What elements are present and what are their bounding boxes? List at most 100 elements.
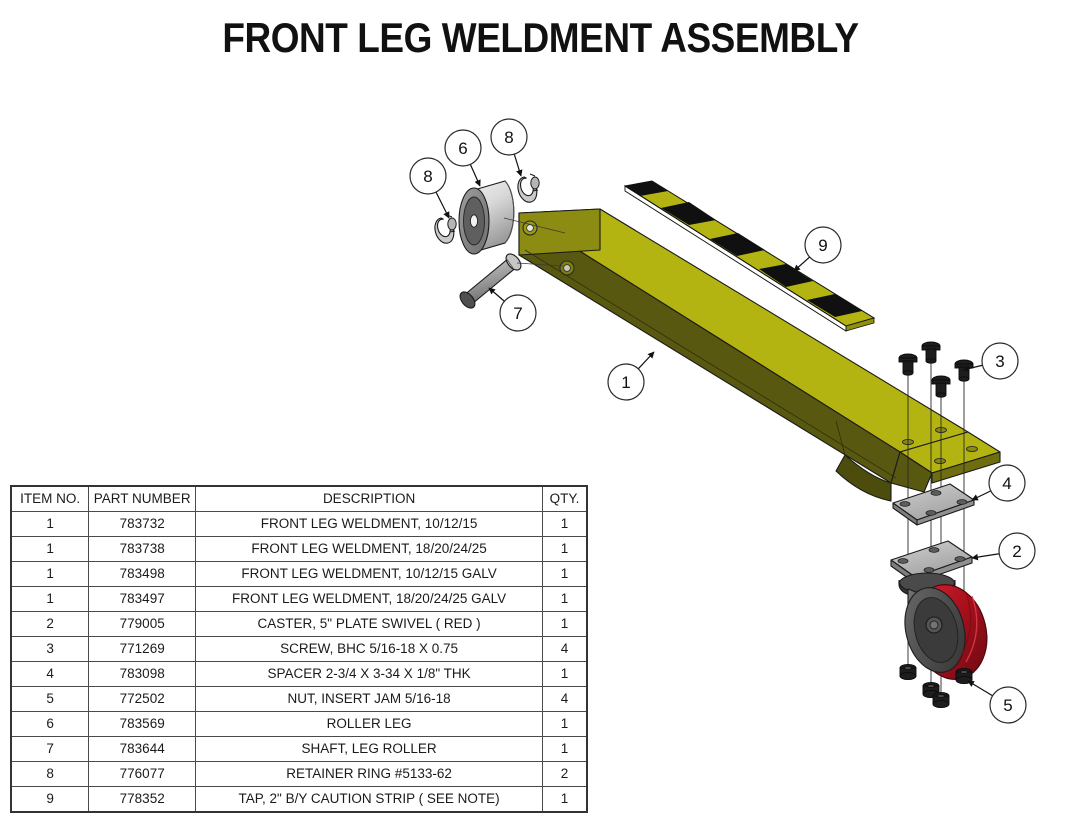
balloon-circle[interactable] (444, 129, 482, 167)
balloon-item-number: 8 (423, 167, 432, 186)
cell-qty: 1 (542, 736, 589, 762)
balloon-callout-8[interactable]: 8 (409, 157, 450, 219)
balloon-callout-3[interactable]: 3 (962, 342, 1019, 380)
cell-description: ROLLER LEG (195, 711, 544, 737)
balloon-leader-line (793, 256, 810, 272)
cell-qty: 1 (542, 786, 589, 813)
cell-part-number: 783098 (88, 661, 197, 687)
cell-description: FRONT LEG WELDMENT, 18/20/24/25 GALV (195, 586, 544, 612)
cell-description: CASTER, 5" PLATE SWIVEL ( RED ) (195, 611, 544, 637)
retainer-rings (434, 173, 540, 244)
spacer-plate-holes (899, 490, 968, 516)
balloon-callout-7[interactable]: 7 (488, 287, 537, 332)
cell-part-number: 783497 (88, 586, 197, 612)
balloon-circle[interactable] (988, 464, 1026, 502)
shaft-alignment-line (516, 262, 564, 267)
cell-part-number: 783569 (88, 711, 197, 737)
screw-2 (921, 341, 941, 364)
balloon-callout-4[interactable]: 4 (971, 464, 1026, 502)
caution-strip (623, 180, 876, 332)
balloon-callouts: 868 7 1 9 3 4 2 5 (409, 118, 1036, 724)
header-part-number: PART NUMBER (88, 485, 197, 512)
balloon-leader-line (435, 191, 450, 219)
front-leg-weldment (518, 208, 1001, 502)
balloon-circle[interactable] (981, 342, 1019, 380)
cell-part-number: 776077 (88, 761, 197, 787)
balloon-circle[interactable] (499, 294, 537, 332)
cell-part-number: 778352 (88, 786, 197, 813)
balloon-item-number: 4 (1002, 474, 1011, 493)
header-qty: QTY. (542, 485, 589, 512)
balloon-circle[interactable] (804, 226, 842, 264)
balloon-circle[interactable] (490, 118, 528, 156)
balloon-leader-line (967, 680, 993, 697)
balloon-circle[interactable] (409, 157, 447, 195)
balloon-circle[interactable] (998, 532, 1036, 570)
caster-plate-holes (897, 547, 966, 573)
cell-description: TAP, 2" B/Y CAUTION STRIP ( SEE NOTE) (195, 786, 544, 813)
balloon-leader-line (971, 553, 1000, 561)
cell-part-number: 771269 (88, 636, 197, 662)
balloon-item-number: 3 (995, 352, 1004, 371)
balloon-item-number: 1 (621, 373, 630, 392)
balloon-circle[interactable] (989, 686, 1027, 724)
balloon-callout-9[interactable]: 9 (793, 226, 842, 272)
balloon-callout-1[interactable]: 1 (607, 351, 655, 401)
balloon-callout-2[interactable]: 2 (971, 532, 1036, 570)
cell-item-no: 8 (10, 761, 90, 787)
cell-part-number: 783738 (88, 536, 197, 562)
page-title: FRONT LEG WELDMENT ASSEMBLY (222, 14, 859, 61)
cell-description: FRONT LEG WELDMENT, 10/12/15 (195, 511, 544, 537)
balloon-leader-line (469, 164, 481, 187)
cell-item-no: 3 (10, 636, 90, 662)
retainer-ring-right (517, 173, 540, 203)
cell-qty: 1 (542, 661, 589, 687)
nut-3 (932, 691, 950, 709)
nut-1 (899, 663, 917, 681)
leg-roller (458, 180, 515, 255)
balloon-callout-5[interactable]: 5 (967, 680, 1027, 724)
cell-qty: 4 (542, 636, 589, 662)
balloon-leader-line (637, 351, 655, 370)
balloon-callout-8[interactable]: 8 (490, 118, 528, 177)
cell-item-no: 1 (10, 586, 90, 612)
cell-part-number: 779005 (88, 611, 197, 637)
cell-description: SPACER 2-3/4 X 3-34 X 1/8" THK (195, 661, 544, 687)
balloon-leader-line (513, 154, 523, 177)
cell-qty: 1 (542, 586, 589, 612)
cell-part-number: 772502 (88, 686, 197, 712)
balloon-circle[interactable] (607, 363, 645, 401)
cell-item-no: 4 (10, 661, 90, 687)
cell-qty: 4 (542, 686, 589, 712)
jam-nuts (899, 663, 973, 709)
cell-description: NUT, INSERT JAM 5/16-18 (195, 686, 544, 712)
cell-part-number: 783498 (88, 561, 197, 587)
balloon-item-number: 9 (818, 236, 827, 255)
balloon-item-number: 5 (1003, 696, 1012, 715)
leg-roller-shaft (459, 253, 522, 309)
cell-qty: 1 (542, 511, 589, 537)
balloon-leader-line (971, 490, 992, 501)
cell-qty: 1 (542, 711, 589, 737)
screw-3 (931, 375, 951, 398)
cell-qty: 2 (542, 761, 589, 787)
balloon-leader-line (962, 364, 983, 372)
leg-shaft-bore (522, 220, 575, 276)
cell-description: SHAFT, LEG ROLLER (195, 736, 544, 762)
balloon-callout-6[interactable]: 6 (444, 129, 482, 187)
cell-description: RETAINER RING #5133-62 (195, 761, 544, 787)
balloon-item-number: 7 (513, 304, 522, 323)
cell-item-no: 6 (10, 711, 90, 737)
caster-wheel (890, 540, 988, 680)
